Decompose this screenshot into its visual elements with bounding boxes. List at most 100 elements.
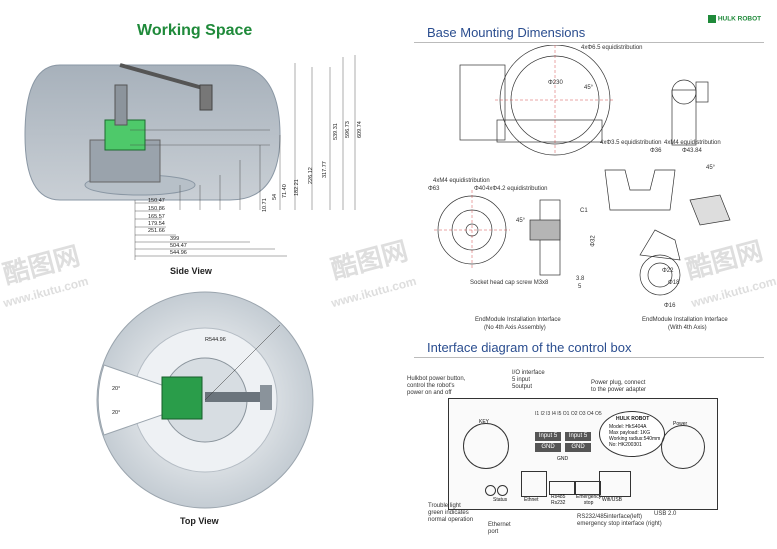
base-plate-drawing <box>459 45 615 156</box>
badge-line-2: Max payload: 1KG <box>609 430 651 436</box>
endmodule-right-caption-2: (With 4th Axis) <box>668 325 707 331</box>
dim-71: 71.40 <box>282 184 288 198</box>
label-d22: Φ22 <box>662 268 674 274</box>
wifi-usb-label: Wifi/USB <box>602 497 622 503</box>
label-angle45a: 45° <box>584 85 594 91</box>
power-button-note-2: control the robot's <box>407 383 455 389</box>
label-m4-right: 4xM4 equidistribution <box>664 140 721 146</box>
ethernet-port-note: Ethernet port <box>488 522 511 536</box>
usb-note: USB 2.0 <box>654 511 677 517</box>
dim-251-66: 251.66 <box>148 228 165 234</box>
label-socket: Socket head cap screw M3x8 <box>470 280 549 286</box>
endmodule-left-caption-2: (No 4th Axis Assembly) <box>484 325 546 331</box>
gnd-b: GND <box>565 443 591 452</box>
working-space-title: Working Space <box>137 22 253 39</box>
ethnet-label: Ethnet <box>524 497 539 503</box>
dim-10: 10.71 <box>262 198 268 212</box>
dim-317: 317.77 <box>322 161 328 178</box>
label-d63: Φ63 <box>428 186 440 192</box>
top-view-drawing <box>96 291 314 509</box>
io-pins: I1 I2 I3 I4 I5 O1 O2 O3 O4 O5 <box>535 411 602 417</box>
dim-150-47: 150.47 <box>148 198 165 204</box>
endmodule-right-caption-1: EndModule Installation Interface <box>642 317 728 323</box>
label-equi-top: 4xΦ6.5 equidistribution <box>581 45 643 51</box>
rs485-port[interactable] <box>549 481 575 495</box>
dim-399: 399 <box>170 236 180 242</box>
label-dim5: 5 <box>578 284 582 290</box>
label-d4384: Φ43.84 <box>682 148 702 154</box>
dim-609: 609.74 <box>357 121 363 138</box>
rs232-note: RS232/485interface(left) emergency stop … <box>577 514 662 528</box>
key-knob[interactable] <box>463 423 509 469</box>
rs485-label: Rs485 Rs232 <box>551 494 566 506</box>
dim-179-54: 179.54 <box>148 221 165 227</box>
dim-226: 226.12 <box>308 167 314 184</box>
spec-badge: HULK ROBOT Model: HkS404A Max payload: 1… <box>599 411 665 457</box>
iface-title-rule <box>414 357 764 358</box>
power-plug-note: Power plug, connect to the power adapter <box>591 380 646 394</box>
power-label: Power <box>673 421 688 427</box>
status-led-2 <box>497 485 508 496</box>
power-button-note-3: power on and off <box>407 390 452 396</box>
endmodule-left-caption-1: EndModule Installation Interface <box>475 317 561 323</box>
endmodule-right-drawing <box>604 169 731 296</box>
input5-a: Input 5 <box>535 432 561 441</box>
gnd-a: GND <box>535 443 561 452</box>
brand-logo: HULK ROBOT <box>708 15 761 23</box>
trouble-note-1: Trouble light <box>428 503 461 509</box>
status-label: Status <box>493 497 508 503</box>
trouble-note-3: normal operation <box>428 517 474 523</box>
wifi-usb-port[interactable] <box>599 471 631 497</box>
label-c1: C1 <box>580 208 588 214</box>
status-led-1 <box>485 485 496 496</box>
power-button-note: Hulkbot power button, control the robot'… <box>407 376 465 397</box>
label-d230: Φ230 <box>548 80 563 86</box>
io-note-2: 5 input <box>512 377 531 383</box>
io-note-1: I/O interface <box>512 370 545 376</box>
io-note-3: 5output <box>512 384 533 390</box>
label-d35-equi: 4xΦ3.5 equidistribution <box>600 140 662 146</box>
dim-54: 54 <box>272 193 278 200</box>
ethernet-port-note-1: Ethernet <box>488 522 511 528</box>
input5-b: Input 5 <box>565 432 591 441</box>
estop-port[interactable] <box>575 481 601 495</box>
rs232-note-2: emergency stop interface (right) <box>577 521 662 527</box>
interface-title: Interface diagram of the control box <box>427 340 632 355</box>
label-dim38: 3.8 <box>576 276 585 282</box>
axis-side-drawing <box>671 79 709 146</box>
power-plug-note-1: Power plug, connect <box>591 380 646 386</box>
trouble-note: Trouble light green indicates normal ope… <box>428 503 473 524</box>
label-m4-left: 4xM4 equidistribution <box>433 178 490 184</box>
dim-539: 539.31 <box>333 123 339 140</box>
rs232-note-1: RS232/485interface(left) <box>577 514 643 520</box>
label-d36: Φ36 <box>650 148 662 154</box>
power-knob[interactable] <box>661 425 705 469</box>
label-d16: Φ16 <box>664 303 676 309</box>
label-d42-equi: 4xΦ4.2 equidistribution <box>486 186 548 192</box>
gnd-mid: GND <box>557 456 569 462</box>
dim-596: 596.73 <box>345 121 351 138</box>
ethnet-port[interactable] <box>521 471 547 497</box>
dim-182: 182.21 <box>294 179 300 196</box>
angle-bottom-label: 20° <box>112 410 121 416</box>
side-view-drawing <box>24 55 356 260</box>
base-mounting-title: Base Mounting Dimensions <box>427 25 586 40</box>
base-title-rule <box>414 42 764 43</box>
dim-504-47: 504.47 <box>170 243 187 249</box>
radius-label: R544.96 <box>205 337 226 343</box>
badge-line-3: Working radius:540mm <box>609 436 661 442</box>
label-d40: Φ40 <box>474 186 486 192</box>
badge-line-1: Model: HkS404A <box>609 424 647 430</box>
badge-brand: HULK ROBOT <box>616 416 650 422</box>
logo-icon <box>708 15 716 23</box>
ethernet-port-note-2: port <box>488 529 499 535</box>
power-button-note-1: Hulkbot power button, <box>407 376 466 382</box>
trouble-note-2: green indicates <box>428 510 469 516</box>
label-d32: Φ32 <box>590 235 597 247</box>
dim-165-57: 165.57 <box>148 214 165 220</box>
estop-label: Emergency stop <box>576 494 602 506</box>
io-note: I/O interface 5 input 5output <box>512 370 545 391</box>
label-d18: Φ18 <box>668 280 680 286</box>
brand-text: HULK ROBOT <box>717 15 762 23</box>
dim-544-96: 544.96 <box>170 250 187 256</box>
